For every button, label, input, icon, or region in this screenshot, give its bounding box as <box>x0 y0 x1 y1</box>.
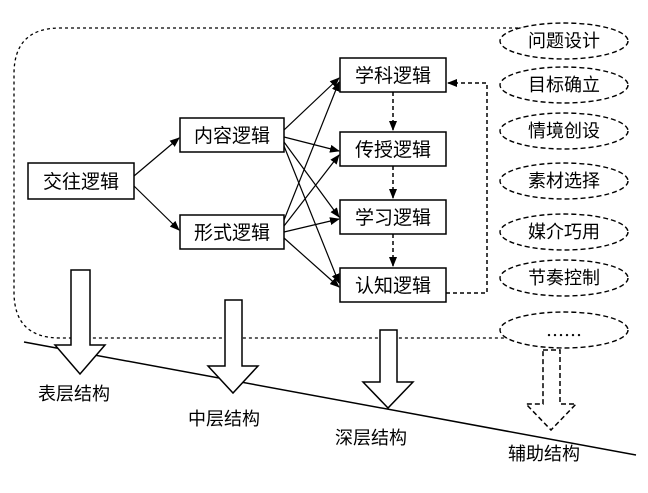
label-deep-structure: 深层结构 <box>335 428 407 449</box>
svg-text:……: …… <box>546 320 582 341</box>
dashed-frame <box>13 27 560 339</box>
label-surface-structure: 表层结构 <box>38 384 110 405</box>
box-interaction-logic: 交往逻辑 <box>27 162 135 200</box>
svg-text:问题设计: 问题设计 <box>528 31 600 52</box>
auxiliary-items: 问题设计 目标确立 情境创设 素材选择 媒介巧用 节奏控制 …… <box>499 22 629 349</box>
arrow-form-learning <box>283 217 340 233</box>
arrow-content-learning <box>283 141 340 218</box>
svg-text:情境创设: 情境创设 <box>528 121 600 142</box>
arrow-interaction-form <box>133 185 180 231</box>
aux-item: 情境创设 <box>499 112 629 150</box>
down-arrow-auxiliary <box>524 349 578 432</box>
dashed-chain <box>389 79 488 294</box>
connector-arrows <box>133 77 340 288</box>
svg-text:媒介巧用: 媒介巧用 <box>528 222 600 243</box>
label-auxiliary-structure: 辅助结构 <box>508 444 580 465</box>
aux-item: 目标确立 <box>499 66 629 104</box>
box-content-logic: 内容逻辑 <box>179 117 285 153</box>
arrow-interaction-content <box>133 137 180 177</box>
box-subject-logic: 学科逻辑 <box>339 57 447 93</box>
interaction-logic-label: 交往逻辑 <box>43 171 119 193</box>
down-arrow-deep <box>361 329 415 410</box>
arrow-form-teaching <box>283 154 340 227</box>
svg-text:素材选择: 素材选择 <box>528 171 600 192</box>
label-middle-structure: 中层结构 <box>188 409 260 430</box>
down-arrow-surface <box>53 269 107 376</box>
aux-item: 媒介巧用 <box>499 213 629 251</box>
arrow-content-teaching <box>283 136 340 153</box>
form-logic-label: 形式逻辑 <box>194 222 270 244</box>
aux-item: 问题设计 <box>499 22 629 60</box>
arrow-cognition-subject-loop <box>446 79 488 294</box>
box-form-logic: 形式逻辑 <box>179 214 285 250</box>
arrow-content-cognition <box>283 145 340 284</box>
content-logic-label: 内容逻辑 <box>194 125 270 147</box>
box-learning-logic: 学习逻辑 <box>339 199 447 235</box>
down-arrow-middle <box>206 299 260 395</box>
teaching-logic-label: 传授逻辑 <box>355 139 431 161</box>
cognition-logic-label: 认知逻辑 <box>355 275 431 297</box>
aux-item: …… <box>499 311 629 349</box>
baseline <box>23 341 637 456</box>
svg-text:目标确立: 目标确立 <box>528 75 600 96</box>
svg-text:节奏控制: 节奏控制 <box>528 268 600 289</box>
aux-item: 节奏控制 <box>499 259 629 297</box>
arrow-form-subject <box>283 81 340 221</box>
box-teaching-logic: 传授逻辑 <box>339 131 447 167</box>
arrow-content-subject <box>283 77 340 131</box>
arrow-form-cognition <box>283 237 340 288</box>
learning-logic-label: 学习逻辑 <box>355 207 431 229</box>
box-cognition-logic: 认知逻辑 <box>339 267 447 303</box>
subject-logic-label: 学科逻辑 <box>355 65 431 87</box>
aux-item: 素材选择 <box>499 162 629 200</box>
